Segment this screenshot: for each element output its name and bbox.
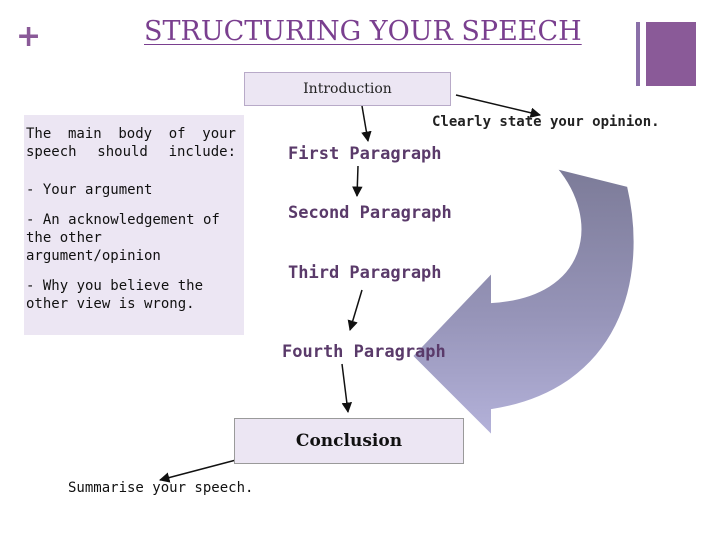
main-body-box [24,115,244,335]
arrow-third-to-fourth [347,289,363,332]
conclusion-box: Conclusion [234,418,464,464]
plus-icon: + [16,19,42,54]
curved-arrow-shape [410,166,636,439]
paragraph-label: Third Paragraph [288,263,442,283]
paragraph-label: Second Paragraph [288,203,452,223]
introduction-box: Introduction [244,72,451,106]
main-body-item: - An acknowledgement of the other argume… [26,212,220,264]
arrow-conclusion-to-summary [158,459,237,483]
main-body-intro: The main body of your speech should incl… [26,126,236,160]
main-body-item: - Why you believe the other view is wron… [26,278,204,312]
accent-bar-wide [646,22,696,86]
paragraph-label: First Paragraph [288,144,442,164]
introduction-note: Clearly state your opinion. [432,114,660,130]
accent-bar-thin [636,22,640,86]
arrow-first-to-second [352,165,363,198]
main-body-text: The main body of your speech should incl… [26,125,236,313]
arrow-fourth-to-conclusion [341,363,353,414]
introduction-label: Introduction [303,81,392,97]
conclusion-note: Summarise your speech. [68,480,254,496]
page-title: STRUCTURING YOUR SPEECH [144,16,582,47]
main-body-item: - Your argument [26,182,153,198]
conclusion-label: Conclusion [295,431,403,451]
arrow-intro-to-first [361,105,372,143]
paragraph-label: Fourth Paragraph [282,342,446,362]
arrow-intro-to-note [455,94,542,118]
